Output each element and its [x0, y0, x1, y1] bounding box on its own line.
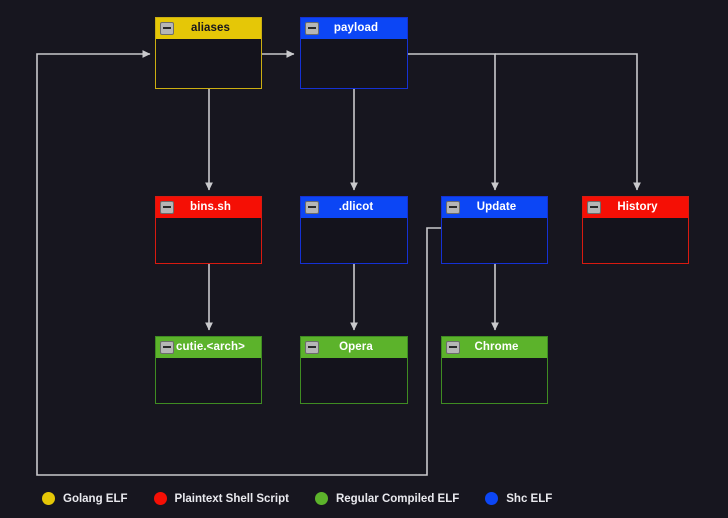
minus-box-icon[interactable]: [160, 22, 174, 35]
minus-box-icon[interactable]: [587, 201, 601, 214]
node-body: [442, 218, 547, 263]
node-history[interactable]: History: [582, 196, 689, 264]
node-payload[interactable]: payload: [300, 17, 408, 89]
node-title: aliases: [190, 22, 231, 34]
node-aliases[interactable]: aliases: [155, 17, 262, 89]
node-title: bins.sh: [190, 201, 231, 213]
minus-box-icon[interactable]: [305, 341, 319, 354]
legend-label: Golang ELF: [63, 492, 128, 505]
legend: Golang ELF Plaintext Shell Script Regula…: [42, 492, 578, 505]
legend-dot-blue: [485, 492, 499, 505]
legend-item-regular-compiled-elf: Regular Compiled ELF: [314, 492, 460, 505]
legend-label: Shc ELF: [506, 492, 553, 505]
node-cutie-arch[interactable]: cutie.<arch>: [155, 336, 262, 404]
legend-dot-red: [153, 492, 167, 505]
node-title: cutie.<arch>: [176, 341, 245, 353]
node-header: Update: [442, 197, 547, 218]
node-title: .dlicot: [338, 201, 374, 213]
edge-payload-to-update: [408, 53, 499, 191]
minus-box-icon[interactable]: [160, 201, 174, 214]
node-opera[interactable]: Opera: [300, 336, 408, 404]
node-title: Opera: [339, 341, 373, 353]
node-body: [156, 358, 261, 403]
node-update[interactable]: Update: [441, 196, 548, 264]
edge-update-to-aliases: [36, 50, 441, 476]
node-body: [156, 39, 261, 88]
node-header: aliases: [156, 18, 261, 39]
node-body: [156, 218, 261, 263]
legend-label: Plaintext Shell Script: [174, 492, 289, 505]
node-title: Update: [476, 201, 517, 213]
node-chrome[interactable]: Chrome: [441, 336, 548, 404]
node-header: History: [583, 197, 688, 218]
node-dlicot[interactable]: .dlicot: [300, 196, 408, 264]
minus-box-icon[interactable]: [446, 201, 460, 214]
node-body: [442, 358, 547, 403]
node-header: cutie.<arch>: [156, 337, 261, 358]
node-header: payload: [301, 18, 407, 39]
node-title: Chrome: [474, 341, 519, 353]
minus-box-icon[interactable]: [305, 201, 319, 214]
node-header: Opera: [301, 337, 407, 358]
edge-payload-to-history: [495, 53, 641, 191]
node-bins-sh[interactable]: bins.sh: [155, 196, 262, 264]
node-body: [301, 218, 407, 263]
node-header: .dlicot: [301, 197, 407, 218]
legend-dot-yellow: [42, 492, 55, 505]
node-body: [301, 358, 407, 403]
node-title: History: [617, 201, 658, 213]
legend-item-plaintext-shell-script: Plaintext Shell Script: [153, 492, 289, 505]
legend-item-golang-elf: Golang ELF: [42, 492, 128, 505]
minus-box-icon[interactable]: [160, 341, 174, 354]
node-header: Chrome: [442, 337, 547, 358]
minus-box-icon[interactable]: [446, 341, 460, 354]
node-header: bins.sh: [156, 197, 261, 218]
node-body: [583, 218, 688, 263]
minus-box-icon[interactable]: [305, 22, 319, 35]
node-body: [301, 39, 407, 88]
legend-item-shc-elf: Shc ELF: [485, 492, 552, 505]
legend-label: Regular Compiled ELF: [335, 492, 460, 505]
node-title: payload: [333, 22, 379, 34]
legend-dot-green: [314, 492, 328, 505]
